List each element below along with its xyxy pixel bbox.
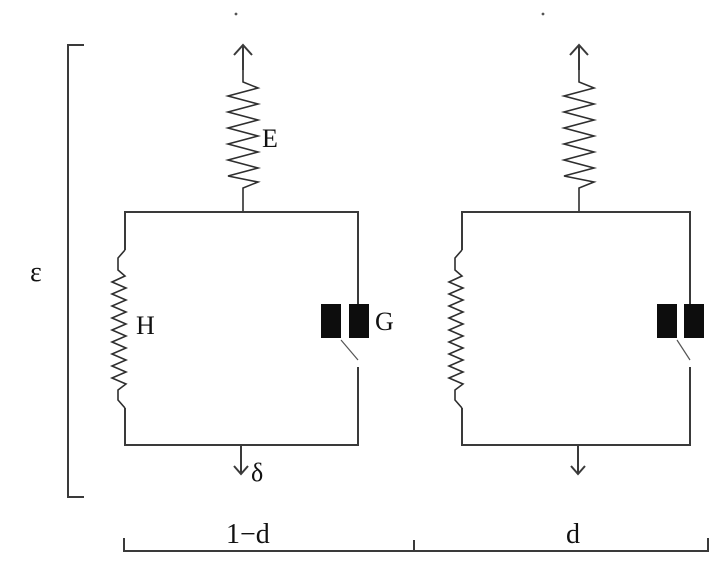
spring-h	[109, 249, 129, 409]
label-g: G	[375, 307, 394, 336]
fraction-bracket	[123, 538, 709, 552]
top-arrow-icon	[233, 12, 253, 70]
label-one-minus-d: 1−d	[226, 519, 270, 550]
spring-e	[224, 70, 262, 212]
label-d: d	[566, 519, 580, 550]
label-epsilon: ε	[30, 257, 42, 288]
label-e: E	[262, 124, 278, 153]
spring-h	[446, 249, 466, 409]
bottom-arrow-icon	[570, 445, 586, 476]
right-element	[446, 12, 704, 476]
label-delta: δ	[251, 458, 263, 487]
top-arrow-icon	[541, 12, 589, 70]
strain-bracket	[67, 44, 84, 498]
friction-element-g	[321, 212, 369, 361]
frame	[461, 211, 691, 446]
label-h: H	[136, 311, 155, 340]
left-element: E H G δ	[109, 12, 394, 487]
friction-element-g	[657, 212, 704, 361]
spring-e	[560, 70, 598, 212]
bottom-arrow-icon	[233, 445, 249, 476]
